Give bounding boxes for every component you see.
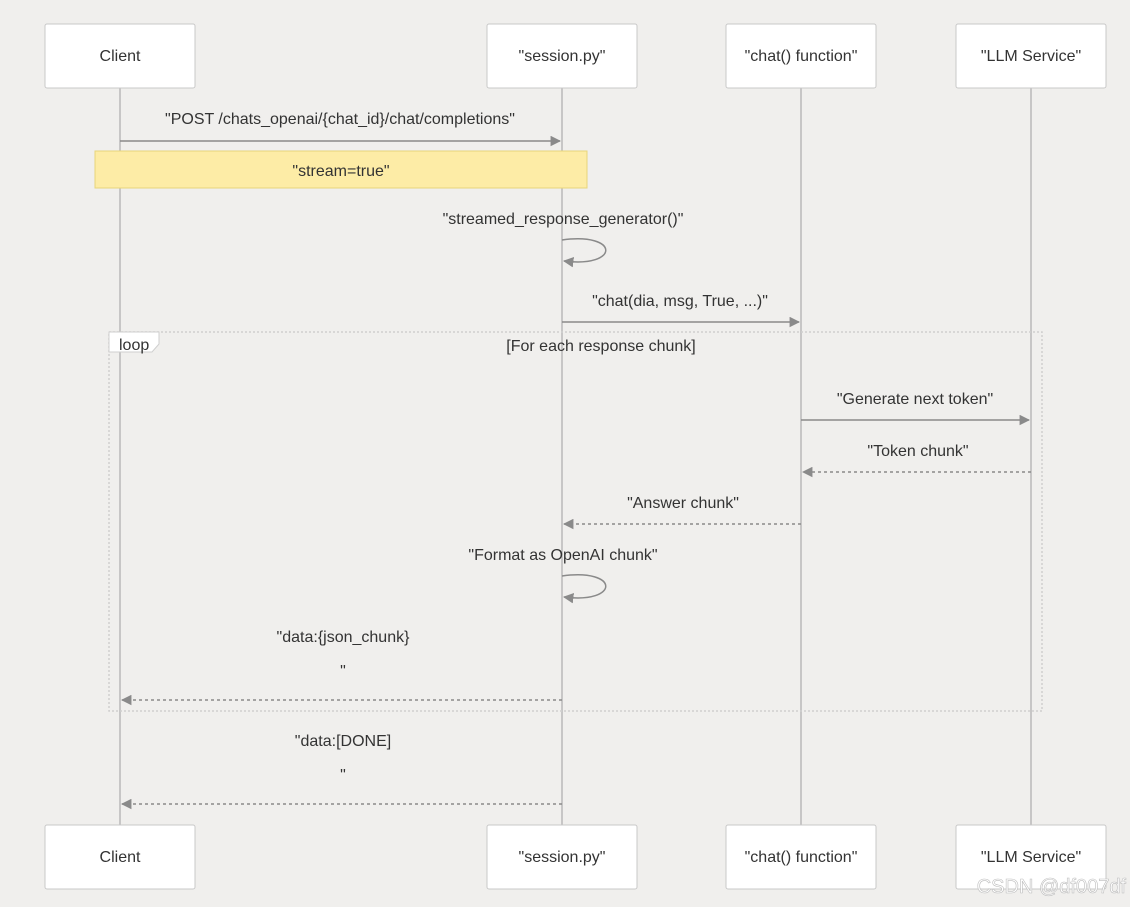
message-data-json-line2: " bbox=[340, 663, 346, 680]
actor-label: "LLM Service" bbox=[981, 849, 1081, 866]
actor-label: Client bbox=[100, 849, 141, 866]
loop-label: loop bbox=[119, 337, 149, 354]
note-stream-text: "stream=true" bbox=[292, 163, 389, 180]
loop-condition: [For each response chunk] bbox=[506, 338, 695, 355]
message-data-done-line1: "data:[DONE] bbox=[295, 733, 391, 750]
message-answer-chunk-label: "Answer chunk" bbox=[627, 495, 739, 512]
actor-label: "chat() function" bbox=[745, 48, 858, 65]
message-generate-token-label: "Generate next token" bbox=[837, 391, 993, 408]
message-data-done-line2: " bbox=[340, 767, 346, 784]
actor-client-top: Client bbox=[44, 23, 196, 89]
message-generator-label: "streamed_response_generator()" bbox=[443, 211, 684, 228]
message-post-label: "POST /chats_openai/{chat_id}/chat/compl… bbox=[165, 111, 515, 128]
actor-label: Client bbox=[100, 48, 141, 65]
message-format-arrow bbox=[561, 574, 607, 604]
message-data-json-line1: "data:{json_chunk} bbox=[277, 629, 411, 646]
actor-label: "session.py" bbox=[519, 849, 606, 866]
message-format-label: "Format as OpenAI chunk" bbox=[468, 547, 657, 564]
actor-session-top: "session.py" bbox=[486, 23, 638, 89]
actor-llm-top: "LLM Service" bbox=[955, 23, 1107, 89]
actor-llm-bottom: "LLM Service" bbox=[955, 824, 1107, 890]
actor-chat-bottom: "chat() function" bbox=[725, 824, 877, 890]
actor-label: "session.py" bbox=[519, 48, 606, 65]
actor-chat-top: "chat() function" bbox=[725, 23, 877, 89]
watermark: CSDN @df007df bbox=[977, 876, 1127, 898]
actor-label: "chat() function" bbox=[745, 849, 858, 866]
message-generator-arrow bbox=[561, 238, 607, 268]
message-token-chunk-label: "Token chunk" bbox=[867, 443, 968, 460]
actor-label: "LLM Service" bbox=[981, 48, 1081, 65]
note-stream: "stream=true" bbox=[94, 150, 588, 189]
actor-client-bottom: Client bbox=[44, 824, 196, 890]
message-chat-call-label: "chat(dia, msg, True, ...)" bbox=[592, 293, 768, 310]
loop-frame: loop [For each response chunk] bbox=[108, 331, 1043, 712]
actor-session-bottom: "session.py" bbox=[486, 824, 638, 890]
